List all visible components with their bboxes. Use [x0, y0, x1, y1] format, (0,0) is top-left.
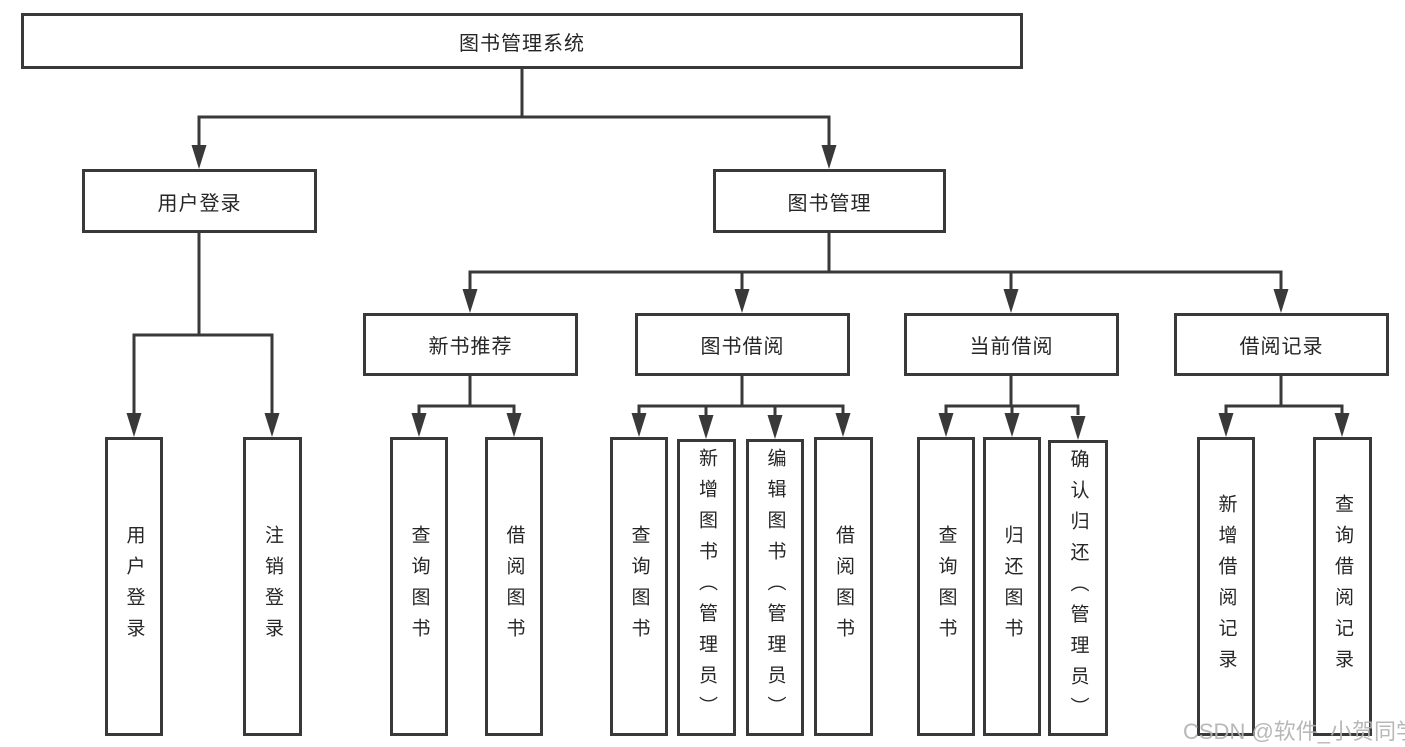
arrowhead-icon: [1334, 413, 1350, 437]
arrowhead-icon: [191, 145, 207, 169]
node-label: 编辑图书（管理员）: [764, 448, 786, 727]
node-label: 新书推荐: [428, 336, 513, 358]
leaf-logout-login: 注销登录: [243, 437, 302, 736]
node-label: 当前借阅: [969, 336, 1054, 358]
leaf-query-books-borrow: 查询图书: [610, 437, 668, 736]
leaf-query-books-current: 查询图书: [917, 437, 975, 736]
arrowhead-icon: [631, 413, 647, 437]
leaf-edit-books-admin: 编辑图书（管理员）: [746, 439, 804, 736]
arrowhead-icon: [1070, 416, 1086, 440]
node-label: 查询图书: [628, 524, 650, 649]
arrowhead-icon: [1273, 289, 1289, 313]
arrowhead-icon: [734, 289, 750, 313]
connector-new-book-recommendation: [411, 376, 522, 437]
arrowhead-icon: [1003, 289, 1019, 313]
node-user-login: 用户登录: [82, 169, 317, 233]
arrowhead-icon: [835, 413, 851, 437]
node-label: 查询图书: [935, 524, 957, 649]
node-label: 新增图书（管理员）: [696, 448, 717, 727]
node-book-management: 图书管理: [713, 169, 946, 233]
leaf-add-borrow-record: 新增借阅记录: [1197, 437, 1255, 736]
node-label: 查询借阅记录: [1332, 493, 1353, 680]
leaf-query-borrow-record: 查询借阅记录: [1313, 437, 1372, 736]
node-book-borrowing: 图书借阅: [635, 313, 850, 376]
node-label: 查询图书: [408, 524, 430, 649]
arrowhead-icon: [821, 145, 837, 169]
node-borrowing-records: 借阅记录: [1174, 313, 1389, 376]
leaf-confirm-return-admin: 确认归还（管理员）: [1048, 440, 1108, 736]
node-label: 新增借阅记录: [1215, 493, 1237, 680]
arrowhead-icon: [126, 413, 142, 437]
node-label: 借阅图书: [503, 524, 525, 649]
node-new-book-recommendation: 新书推荐: [363, 313, 578, 376]
node-label: 确认归还（管理员）: [1067, 448, 1089, 728]
connector-root: [191, 69, 837, 169]
node-label: 用户登录: [157, 192, 242, 215]
node-label: 归还图书: [1001, 524, 1023, 649]
node-current-borrowing: 当前借阅: [904, 313, 1119, 376]
arrowhead-icon: [264, 413, 280, 437]
node-label: 图书管理系统: [459, 32, 585, 55]
leaf-user-login: 用户登录: [105, 437, 163, 736]
node-label: 借阅图书: [833, 524, 854, 649]
connector-current-borrowing: [938, 376, 1086, 440]
node-label: 图书借阅: [700, 336, 785, 358]
node-label: 图书管理: [787, 192, 872, 215]
node-label: 借阅记录: [1239, 336, 1324, 358]
leaf-add-books-admin: 新增图书（管理员）: [677, 439, 736, 736]
arrowhead-icon: [767, 415, 783, 439]
arrowhead-icon: [506, 413, 522, 437]
connector-book-borrowing: [631, 376, 851, 439]
watermark: CSDN @软件_小贺同学: [1183, 719, 1405, 744]
leaf-borrow-books-recommend: 借阅图书: [485, 437, 543, 736]
arrowhead-icon: [462, 289, 478, 313]
arrowhead-icon: [698, 415, 714, 439]
leaf-borrow-books: 借阅图书: [814, 437, 873, 736]
node-library-system: 图书管理系统: [21, 13, 1023, 69]
connector-borrowing-records: [1218, 376, 1350, 437]
connector-book-management: [462, 233, 1289, 313]
connector-user-login: [126, 233, 280, 437]
arrowhead-icon: [1004, 413, 1020, 437]
leaf-return-books: 归还图书: [983, 437, 1041, 736]
node-label: 注销登录: [262, 524, 283, 649]
arrowhead-icon: [938, 413, 954, 437]
arrowhead-icon: [411, 413, 427, 437]
arrowhead-icon: [1218, 413, 1234, 437]
node-label: 用户登录: [123, 524, 145, 649]
leaf-query-books-recommend: 查询图书: [390, 437, 448, 736]
